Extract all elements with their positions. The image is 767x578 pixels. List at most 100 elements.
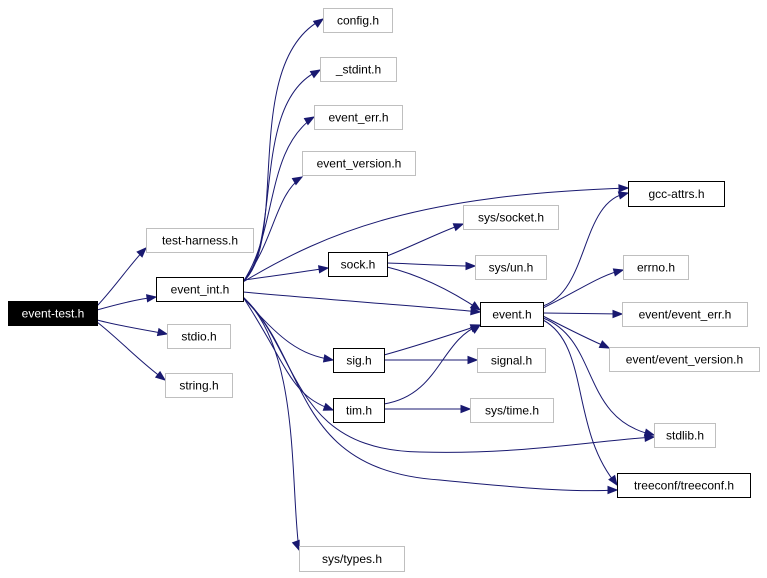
node-label: event/event_err.h xyxy=(639,308,732,322)
node-label: test-harness.h xyxy=(162,234,238,248)
arrowhead-icon xyxy=(618,184,630,193)
node-test-harness-h[interactable]: test-harness.h xyxy=(146,228,254,253)
arrowhead-icon xyxy=(322,402,335,411)
edges xyxy=(96,18,656,552)
node-event-h[interactable]: event.h xyxy=(480,302,544,327)
node-label: event/event_version.h xyxy=(626,353,743,367)
arrowhead-icon xyxy=(467,355,479,365)
arrowhead-icon xyxy=(154,370,167,381)
arrowhead-icon xyxy=(617,191,630,200)
node-label: sig.h xyxy=(346,354,371,368)
node-sys-types-h[interactable]: sys/types.h xyxy=(299,546,405,572)
edge-event-test-h-to-stdio-h xyxy=(96,319,169,337)
node-label: stdlib.h xyxy=(666,429,704,443)
edge-event-h-to-event-event-err-h xyxy=(542,309,624,319)
node-label: signal.h xyxy=(491,354,532,368)
arrowhead-icon xyxy=(643,428,656,437)
edge-event-h-to-errno-h xyxy=(542,268,625,309)
node-stdint-h[interactable]: _stdint.h xyxy=(320,57,397,82)
node-signal-h[interactable]: signal.h xyxy=(477,348,546,373)
node-label: event_err.h xyxy=(328,111,388,125)
edge-event-int-h-to-stdlib-h xyxy=(242,296,656,453)
node-event-err-h[interactable]: event_err.h xyxy=(314,105,403,130)
arrowhead-icon xyxy=(312,18,325,28)
edge-event-int-h-to-stdint-h xyxy=(242,69,322,283)
arrowhead-icon xyxy=(469,324,482,334)
node-string-h[interactable]: string.h xyxy=(165,373,233,398)
arrowhead-icon xyxy=(612,309,624,319)
edge-tim-h-to-sys-time-h xyxy=(384,404,472,414)
node-label: event.h xyxy=(492,308,531,322)
arrowhead-icon xyxy=(607,485,619,495)
edge-event-test-h-to-test-harness-h xyxy=(96,247,147,307)
node-label: _stdint.h xyxy=(335,63,381,77)
edge-event-int-h-to-sig-h xyxy=(242,296,335,363)
arrowhead-icon xyxy=(465,261,477,271)
node-stdlib-h[interactable]: stdlib.h xyxy=(654,423,716,448)
node-sock-h[interactable]: sock.h xyxy=(328,252,388,277)
edge-event-h-to-stdlib-h xyxy=(542,317,656,437)
node-config-h[interactable]: config.h xyxy=(323,8,393,33)
arrowhead-icon xyxy=(612,268,625,277)
node-event-test-h[interactable]: event-test.h xyxy=(8,301,98,326)
edge-event-int-h-to-sys-types-h xyxy=(242,296,300,552)
node-label: event_version.h xyxy=(317,157,402,171)
node-label: tim.h xyxy=(346,404,372,418)
arrowhead-icon xyxy=(309,69,322,79)
edge-event-int-h-to-treeconf-h xyxy=(242,296,619,495)
node-label: sys/un.h xyxy=(489,261,534,275)
arrowhead-icon xyxy=(469,301,482,311)
edge-tim-h-to-event-h xyxy=(383,324,482,405)
node-label: sys/types.h xyxy=(322,552,382,566)
edge-sig-h-to-signal-h xyxy=(384,355,479,365)
edge-event-h-to-gcc-attrs-h xyxy=(542,191,630,307)
node-sys-socket-h[interactable]: sys/socket.h xyxy=(463,205,559,230)
node-tim-h[interactable]: tim.h xyxy=(333,398,385,423)
node-label: treeconf/treeconf.h xyxy=(634,479,734,493)
nodes: event-test.h test-harness.h event_int.hstd… xyxy=(8,8,760,572)
edge-event-int-h-to-sock-h xyxy=(242,265,330,281)
edge-event-int-h-to-event-h xyxy=(242,291,482,316)
arrowhead-icon xyxy=(322,354,335,363)
edge-sock-h-to-sys-un-h xyxy=(386,261,477,271)
node-sig-h[interactable]: sig.h xyxy=(333,348,385,373)
arrowhead-icon xyxy=(608,474,618,487)
arrowhead-icon xyxy=(156,327,169,337)
node-treeconf-h[interactable]: treeconf/treeconf.h xyxy=(617,473,751,498)
node-gcc-attrs-h[interactable]: gcc-attrs.h xyxy=(628,181,725,207)
arrowhead-icon xyxy=(291,539,300,552)
edge-event-int-h-to-event-err-h xyxy=(242,116,316,283)
arrowhead-icon xyxy=(598,340,611,349)
edge-event-h-to-event-event-version-h xyxy=(542,315,611,349)
node-sys-un-h[interactable]: sys/un.h xyxy=(475,255,547,280)
arrowhead-icon xyxy=(303,116,316,126)
edge-event-h-to-treeconf-h xyxy=(542,319,618,487)
edge-event-test-h-to-event-int-h xyxy=(96,294,158,311)
arrowhead-icon xyxy=(146,294,158,303)
node-label: stdio.h xyxy=(181,330,216,344)
edge-sock-h-to-event-h xyxy=(386,266,482,311)
node-label: event_int.h xyxy=(171,283,230,297)
node-label: errno.h xyxy=(637,261,675,275)
edge-event-int-h-to-event-version-h xyxy=(242,176,304,283)
node-event-version-h[interactable]: event_version.h xyxy=(302,151,416,176)
node-event-int-h[interactable]: event_int.h xyxy=(156,277,244,302)
arrowhead-icon xyxy=(136,247,147,258)
node-event-event-version-h[interactable]: event/event_version.h xyxy=(609,347,760,372)
edge-sock-h-to-sys-socket-h xyxy=(386,223,465,257)
edge-event-int-h-to-config-h xyxy=(242,18,325,283)
edge-event-test-h-to-string-h xyxy=(96,321,167,381)
edge-sig-h-to-event-h xyxy=(383,324,482,356)
arrowhead-icon xyxy=(291,176,304,186)
node-sys-time-h[interactable]: sys/time.h xyxy=(470,398,554,423)
node-stdio-h[interactable]: stdio.h xyxy=(167,324,231,349)
node-event-event-err-h[interactable]: event/event_err.h xyxy=(622,302,748,327)
arrowhead-icon xyxy=(318,265,330,274)
node-errno-h[interactable]: errno.h xyxy=(623,255,689,280)
arrowhead-icon xyxy=(460,404,472,414)
node-label: config.h xyxy=(337,14,379,28)
edge-event-int-h-to-tim-h xyxy=(242,296,335,411)
edge-event-int-h-to-gcc-attrs-h xyxy=(242,184,630,283)
node-label: sock.h xyxy=(341,258,376,272)
